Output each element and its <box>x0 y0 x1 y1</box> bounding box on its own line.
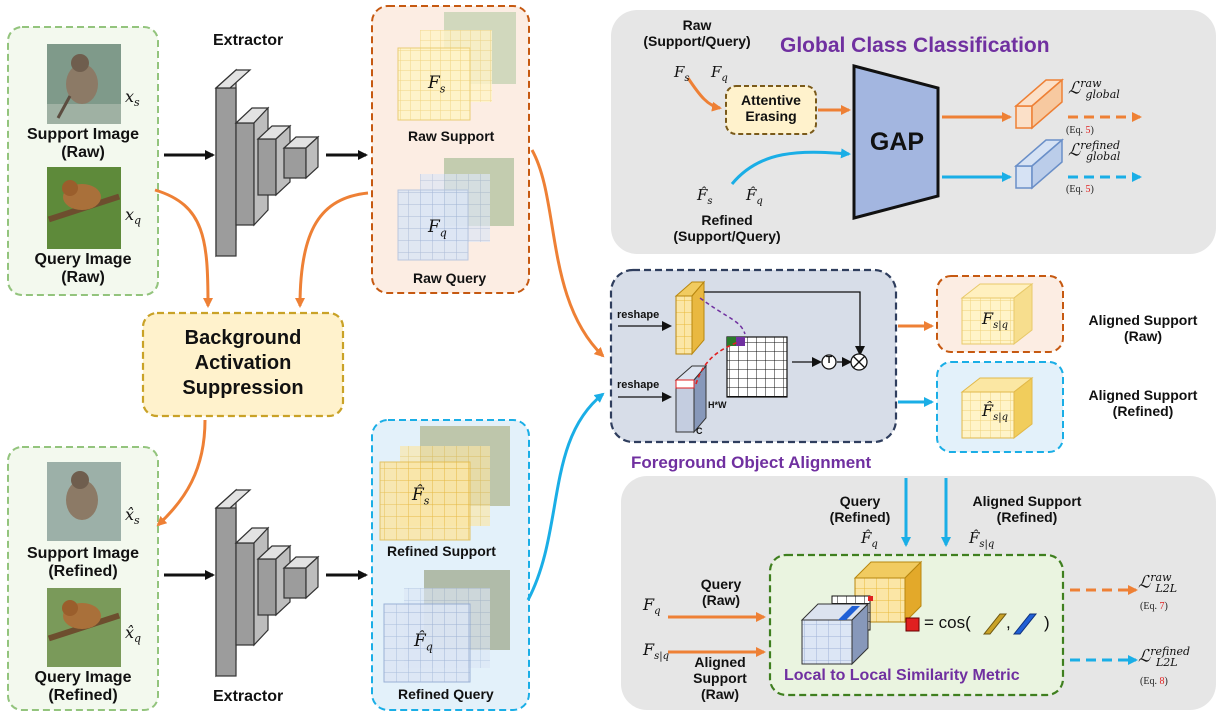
raw-support-query-label: Raw (Support/Query) <box>643 17 751 50</box>
support-refined-photo <box>47 462 121 541</box>
gap-trapezoid <box>852 64 940 220</box>
foa-top-feature <box>674 280 706 356</box>
aligned-raw-cube <box>960 282 1034 346</box>
l2l-fhat-q-symbol: F̂q <box>861 529 878 550</box>
fhat-s-symbol: F̂s <box>412 485 430 508</box>
f-q-symbol: Fq <box>428 217 447 240</box>
support-image-raw-label: Support Image (Raw) <box>26 126 139 162</box>
reshape-label-2: reshape <box>617 379 660 391</box>
aligned-refined-cube <box>960 376 1034 440</box>
purple-dashed-link <box>699 297 746 335</box>
l2l-fq-symbol: Fq <box>643 595 661 618</box>
global-title: Global Class Classification <box>780 34 1050 57</box>
attentive-erasing-box <box>725 85 817 135</box>
raw-global-vector <box>1013 78 1065 130</box>
loss-l2l-raw: ℒrawL2L <box>1138 571 1178 596</box>
support-image-refined-label: Support Image (Refined) <box>26 545 139 581</box>
aligned-support-refined-label-2: Aligned Support (Refined) <box>972 493 1082 526</box>
global-fq-symbol: Fq <box>711 63 728 84</box>
f-s-symbol: Fs <box>428 73 446 96</box>
affinity-cell-purple <box>736 337 745 346</box>
aligned-refined-symbol: F̂s|q <box>982 401 1009 424</box>
arrow-rawquery-to-bas <box>295 191 369 308</box>
foa-bottom-feature <box>674 364 708 434</box>
query-raw-photo <box>47 167 121 249</box>
refined-query-feature-stack <box>383 570 510 683</box>
x-q-symbol: xq <box>125 205 142 228</box>
cos-yellow-bar <box>982 613 1008 635</box>
query-raw-label: Query (Raw) <box>700 576 742 609</box>
xhat-q-symbol: x̂q <box>125 623 142 646</box>
arrow-refined-to-gap <box>730 148 851 185</box>
cos-comma: , <box>1006 613 1011 632</box>
bas-box <box>141 311 345 418</box>
query-refined-label: Query (Refined) <box>829 493 891 526</box>
c-label: C <box>696 426 703 436</box>
aligned-raw-symbol: Fs|q <box>982 309 1009 332</box>
refined-support-query-label: Refined (Support/Query) <box>673 212 781 245</box>
extractor-bottom-label: Extractor <box>213 688 284 705</box>
cos-blue-bar <box>1012 613 1038 635</box>
query-refined-photo <box>47 588 121 667</box>
query-image-raw-label: Query Image (Raw) <box>34 251 132 287</box>
attentive-erasing-label: Attentive Erasing <box>741 92 801 125</box>
raw-support-label: Raw Support <box>408 128 495 144</box>
transpose-symbol: T <box>825 355 833 366</box>
eq5-raw: (Eq. 5) <box>1066 125 1094 136</box>
xhat-s-symbol: x̂s <box>125 505 140 528</box>
raw-query-feature-stack <box>397 158 514 261</box>
fhat-q-symbol: F̂q <box>414 631 433 654</box>
global-fs-symbol: Fs <box>674 63 690 84</box>
support-raw-photo <box>47 44 121 124</box>
foa-title: Foreground Object Alignment <box>631 453 872 472</box>
cos-close: ) <box>1044 613 1050 632</box>
eq8: (Eq. 8) <box>1140 676 1168 687</box>
query-image-refined-label: Query Image (Refined) <box>34 669 132 705</box>
reshape-label-1: reshape <box>617 309 660 321</box>
skip-connection <box>704 291 865 356</box>
transpose-circle <box>821 354 837 370</box>
refined-support-label: Refined Support <box>387 543 496 559</box>
x-s-symbol: xs <box>125 87 140 110</box>
raw-support-feature-stack <box>397 12 516 121</box>
l2l-fhat-sq-symbol: F̂s|q <box>969 529 995 550</box>
loss-global-refined: ℒrefinedglobal <box>1068 139 1121 164</box>
extractor-top-network <box>214 68 320 258</box>
arrow-query-to-bas <box>154 188 213 308</box>
aligned-support-raw-label-2: Aligned Support (Raw) <box>693 654 747 703</box>
arrow-bas-to-refined <box>156 419 207 527</box>
global-fhat-s-symbol: F̂s <box>697 186 713 207</box>
loss-l2l-refined: ℒrefinedL2L <box>1138 645 1190 670</box>
l2l-blue-cube <box>800 602 870 666</box>
loss-global-raw: ℒrawglobal <box>1068 77 1120 102</box>
refined-support-feature-stack <box>379 426 510 541</box>
global-fhat-q-symbol: F̂q <box>746 186 763 207</box>
l2l-title: Local to Local Similarity Metric <box>784 667 1020 684</box>
raw-query-label: Raw Query <box>413 270 487 286</box>
eq7: (Eq. 7) <box>1140 601 1168 612</box>
extractor-top-label: Extractor <box>213 32 284 49</box>
arrow-raw-to-ae <box>686 77 722 112</box>
gap-label: GAP <box>869 128 925 156</box>
refined-global-vector <box>1013 138 1065 190</box>
refined-query-label: Refined Query <box>398 686 494 702</box>
eq5-refined: (Eq. 5) <box>1066 184 1094 195</box>
bas-label: Background Activation Suppression <box>182 327 304 399</box>
affinity-grid <box>726 336 788 398</box>
affinity-cell-green <box>727 337 736 346</box>
cos-text: = cos( <box>924 613 971 632</box>
extractor-bottom-network <box>214 488 320 678</box>
arrow-refined-to-foa <box>526 392 605 601</box>
hw-label: H*W <box>708 400 727 410</box>
l2l-fsq-symbol: Fs|q <box>643 640 670 663</box>
aligned-support-refined-label: Aligned Support (Refined) <box>1088 387 1198 420</box>
arrow-raw-to-foa <box>530 149 605 358</box>
red-dashed-link <box>695 341 739 385</box>
aligned-support-raw-label: Aligned Support (Raw) <box>1088 312 1198 345</box>
cos-red-square <box>905 617 920 632</box>
